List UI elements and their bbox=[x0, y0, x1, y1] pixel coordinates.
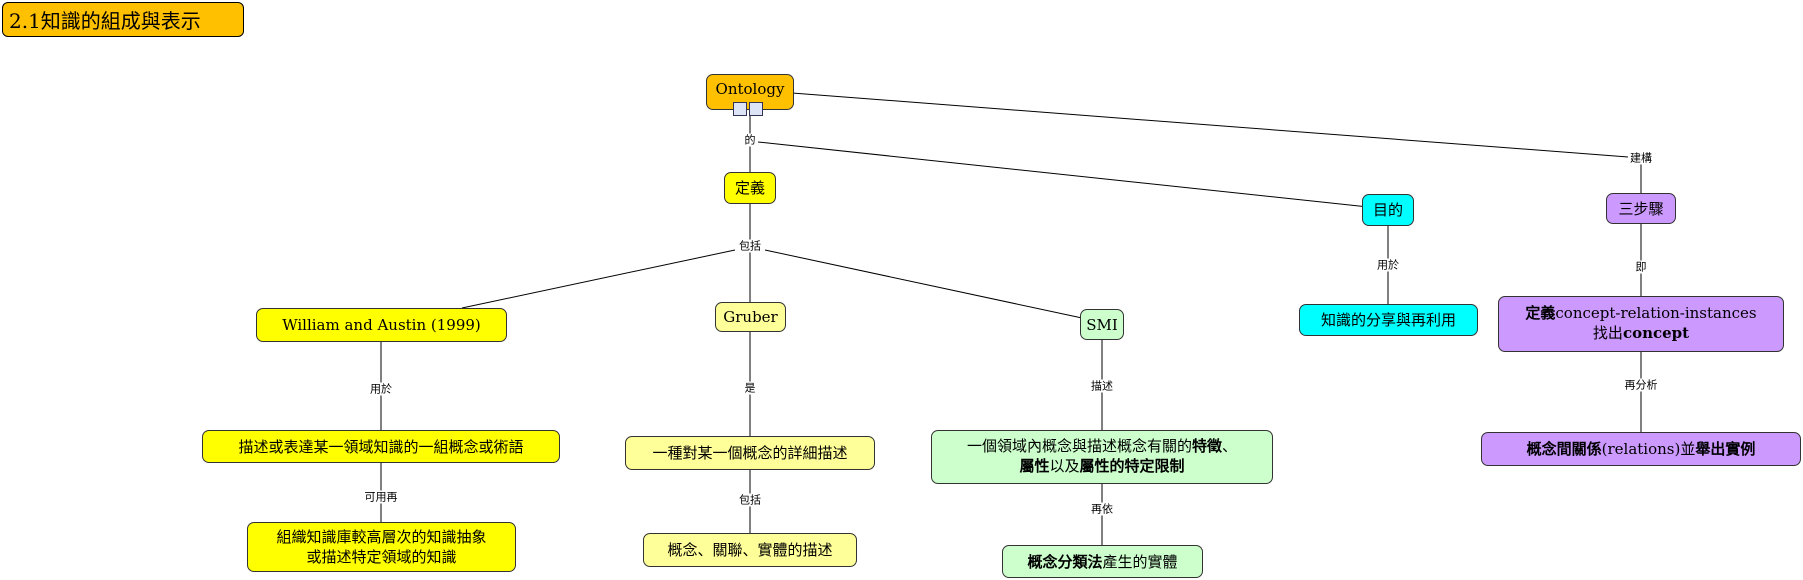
node-gruber-label: Gruber bbox=[723, 308, 778, 326]
smi-desc-part-a: 一個領域內概念與描述概念有關的 bbox=[966, 437, 1192, 455]
link-label-include: 包括 bbox=[737, 239, 763, 253]
node-steps-desc[interactable]: 定義concept-relation-instances 找出concept bbox=[1498, 296, 1784, 352]
steps-desc-part-d: concept bbox=[1622, 324, 1690, 342]
node-gruber-desc2[interactable]: 概念、關聯、實體的描述 bbox=[643, 533, 857, 567]
node-william-desc2-line1: 組織知識庫較高層次的知識抽象 bbox=[276, 528, 487, 546]
steps-desc-part-a: 定義 bbox=[1525, 304, 1556, 322]
smi-desc-part-e: 以及 bbox=[1049, 457, 1080, 475]
smi-desc-part-d: 屬性 bbox=[1019, 457, 1050, 475]
node-william-desc-label: 描述或表達某一領域知識的一組概念或術語 bbox=[238, 437, 524, 456]
node-william-desc2-line2: 或描述特定領域的知識 bbox=[306, 548, 457, 566]
smi-desc2-part-a: 概念分類法 bbox=[1027, 552, 1103, 571]
smi-desc-part-c: 、 bbox=[1222, 437, 1238, 455]
link-label-include: 包括 bbox=[737, 493, 763, 507]
resource-icons[interactable] bbox=[733, 102, 765, 118]
link-label-used-for: 用於 bbox=[1375, 258, 1401, 272]
link-label-build: 建構 bbox=[1628, 151, 1654, 165]
steps-desc2-part-a: 概念間關係 bbox=[1526, 440, 1602, 458]
steps-desc2-part-c: 舉出實例 bbox=[1695, 440, 1756, 458]
node-purpose-desc[interactable]: 知識的分享與再利用 bbox=[1299, 304, 1478, 336]
node-smi-desc2[interactable]: 概念分類法產生的實體 bbox=[1002, 545, 1203, 578]
page-title: 2.1知識的組成與表示 bbox=[2, 2, 244, 37]
node-three-steps[interactable]: 三步驟 bbox=[1606, 193, 1676, 224]
node-purpose[interactable]: 目的 bbox=[1362, 194, 1414, 226]
node-william-label: William and Austin (1999) bbox=[282, 316, 481, 334]
node-william-desc[interactable]: 描述或表達某一領域知識的一組概念或術語 bbox=[202, 430, 560, 463]
node-ontology-label: Ontology bbox=[715, 80, 785, 98]
node-gruber-desc2-label: 概念、關聯、實體的描述 bbox=[667, 541, 833, 559]
link-label-is: 是 bbox=[742, 381, 758, 395]
node-definition[interactable]: 定義 bbox=[724, 172, 776, 204]
document-icon[interactable] bbox=[749, 102, 763, 116]
steps-desc-part-c: 找出 bbox=[1592, 324, 1623, 342]
node-gruber-desc[interactable]: 一種對某一個概念的詳細描述 bbox=[625, 436, 875, 470]
link-label-then-by: 再依 bbox=[1089, 502, 1115, 516]
node-gruber-desc-label: 一種對某一個概念的詳細描述 bbox=[652, 444, 848, 462]
link-label-namely: 即 bbox=[1633, 260, 1649, 274]
link-label-reanalyze: 再分析 bbox=[1622, 378, 1660, 392]
smi-desc2-part-b: 產生的實體 bbox=[1102, 552, 1178, 571]
node-definition-label: 定義 bbox=[734, 179, 765, 197]
node-smi-desc[interactable]: 一個領域內概念與描述概念有關的特徵、 屬性以及屬性的特定限制 bbox=[931, 430, 1273, 484]
node-william-desc2[interactable]: 組織知識庫較高層次的知識抽象 或描述特定領域的知識 bbox=[247, 522, 516, 572]
node-ontology[interactable]: Ontology bbox=[706, 74, 794, 110]
link-label-describe: 描述 bbox=[1089, 379, 1115, 393]
steps-desc2-part-b: (relations)並 bbox=[1601, 440, 1696, 458]
link-label-of: 的 bbox=[742, 133, 758, 147]
node-purpose-label: 目的 bbox=[1372, 201, 1403, 219]
node-gruber[interactable]: Gruber bbox=[715, 302, 786, 332]
link-label-can-also: 可用再 bbox=[362, 490, 400, 504]
steps-desc-part-b: concept-relation-instances bbox=[1555, 304, 1757, 322]
node-three-steps-label: 三步驟 bbox=[1618, 199, 1664, 218]
link-label-used-for: 用於 bbox=[368, 382, 394, 396]
node-steps-desc2[interactable]: 概念間關係(relations)並舉出實例 bbox=[1481, 432, 1801, 466]
node-purpose-desc-label: 知識的分享與再利用 bbox=[1320, 311, 1456, 329]
node-smi-label: SMI bbox=[1086, 315, 1118, 334]
document-icon[interactable] bbox=[733, 102, 747, 116]
node-william[interactable]: William and Austin (1999) bbox=[256, 308, 507, 342]
smi-desc-part-f: 屬性的特定限制 bbox=[1079, 457, 1185, 475]
node-smi[interactable]: SMI bbox=[1080, 309, 1124, 340]
smi-desc-part-b: 特徵 bbox=[1191, 437, 1222, 455]
